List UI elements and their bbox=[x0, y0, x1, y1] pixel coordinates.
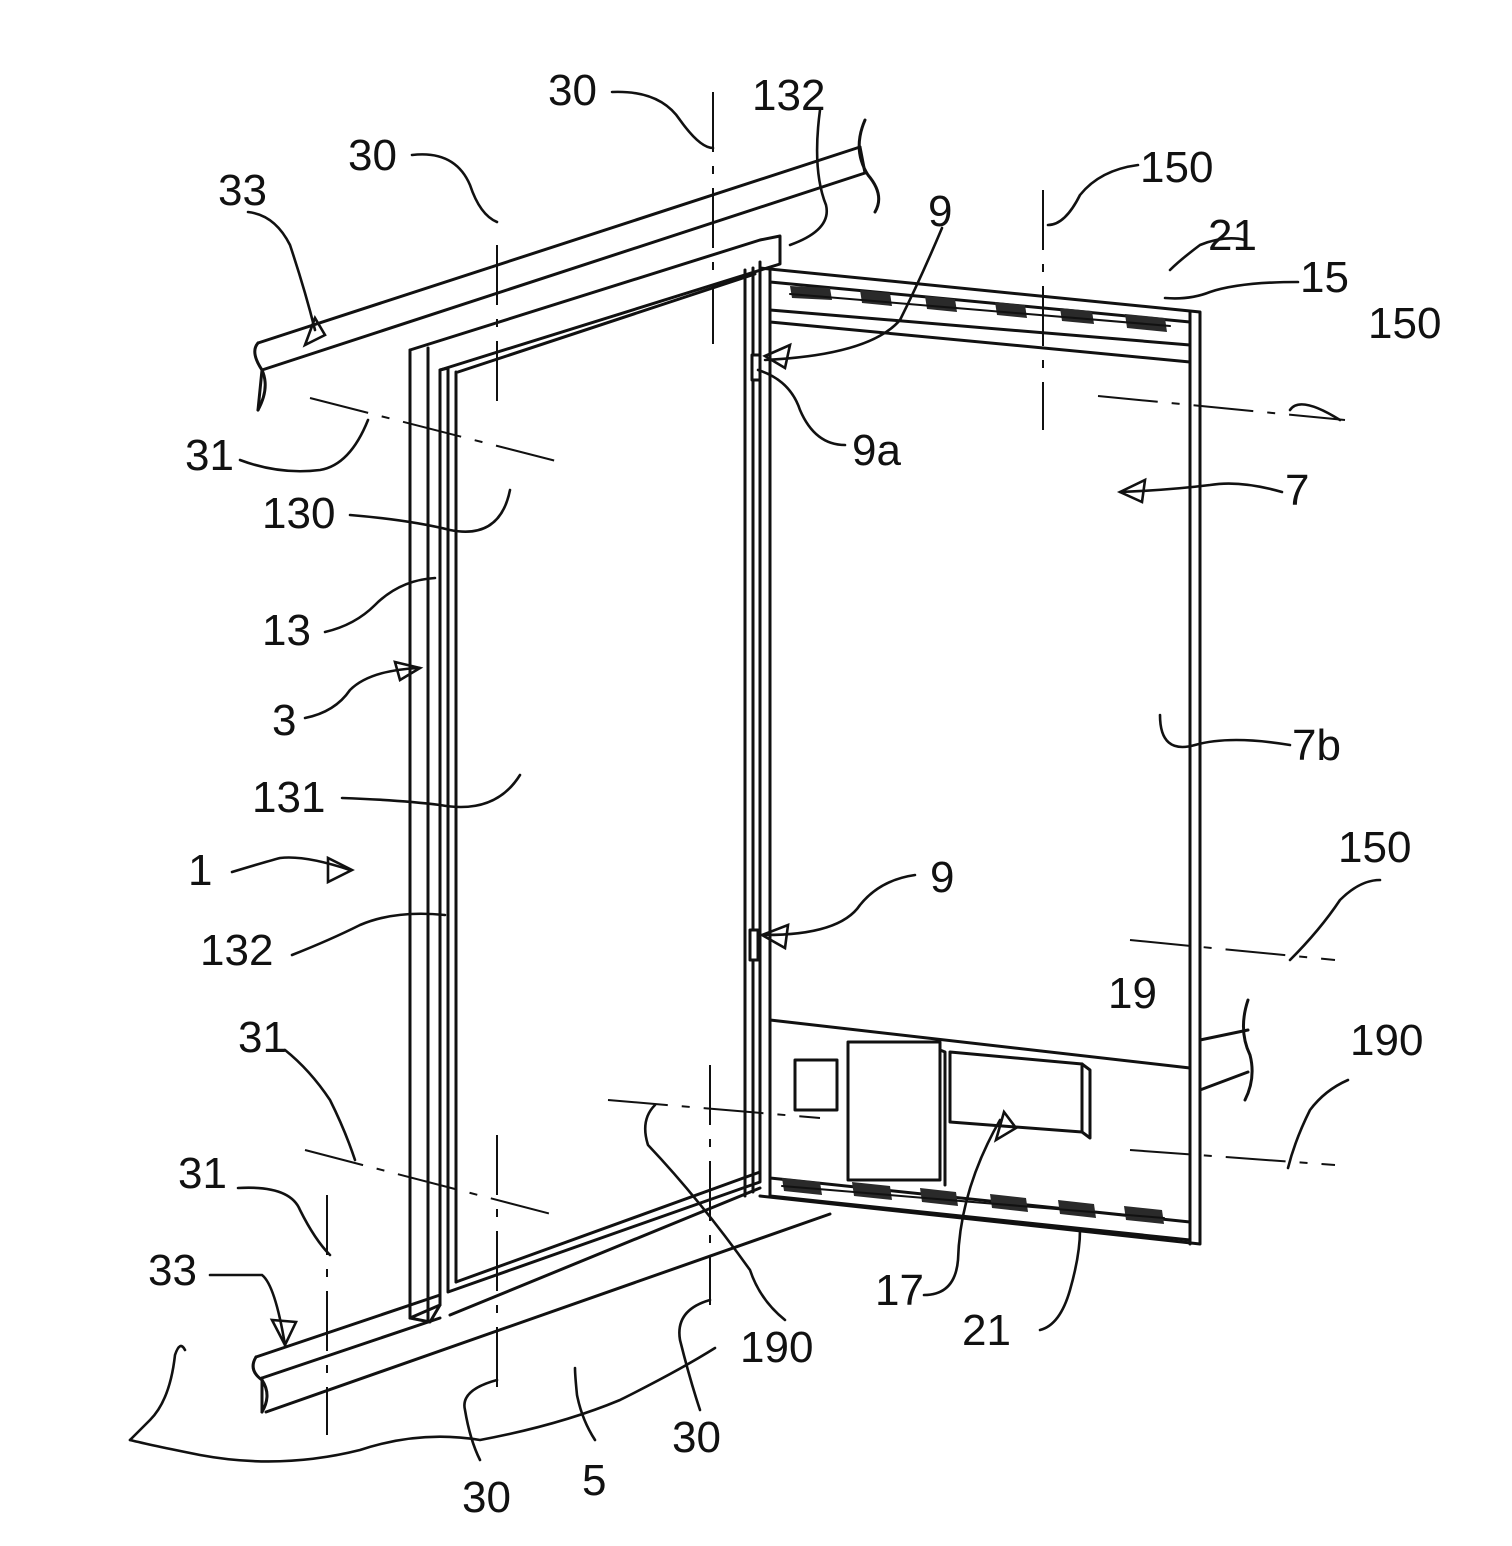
label-131: 131 bbox=[252, 773, 325, 822]
label-31-top: 31 bbox=[185, 431, 234, 480]
label-150-mid: 150 bbox=[1338, 823, 1411, 872]
label-132-left: 132 bbox=[200, 926, 273, 975]
right-rail-stub bbox=[1200, 1000, 1252, 1100]
label-150-top: 150 bbox=[1140, 143, 1213, 192]
label-7: 7 bbox=[1285, 466, 1309, 515]
label-132-top: 132 bbox=[752, 71, 825, 120]
label-130: 130 bbox=[262, 489, 335, 538]
control-box-group bbox=[795, 1042, 1090, 1185]
label-30-c: 30 bbox=[672, 1413, 721, 1462]
label-30-d: 30 bbox=[462, 1473, 511, 1522]
label-3: 3 bbox=[272, 696, 296, 745]
label-30-a: 30 bbox=[548, 66, 597, 115]
label-190-low: 190 bbox=[740, 1323, 813, 1372]
label-9a: 9a bbox=[852, 426, 901, 475]
label-30-b: 30 bbox=[348, 131, 397, 180]
label-9-mid: 9 bbox=[930, 853, 954, 902]
label-17: 17 bbox=[875, 1266, 924, 1315]
label-19: 19 bbox=[1108, 969, 1157, 1018]
label-190-right: 190 bbox=[1350, 1016, 1423, 1065]
label-9-top: 9 bbox=[928, 187, 952, 236]
top-magnet-strip bbox=[790, 286, 1170, 332]
label-21-top: 21 bbox=[1208, 211, 1257, 260]
label-33-top: 33 bbox=[218, 166, 267, 215]
label-150-right: 150 bbox=[1368, 299, 1441, 348]
label-13: 13 bbox=[262, 606, 311, 655]
label-33-low: 33 bbox=[148, 1246, 197, 1295]
label-5: 5 bbox=[582, 1456, 606, 1505]
label-31-low: 31 bbox=[178, 1149, 227, 1198]
door-frame bbox=[410, 236, 780, 1322]
label-31-mid: 31 bbox=[238, 1013, 287, 1062]
bottom-rail bbox=[253, 1188, 830, 1412]
label-1: 1 bbox=[188, 846, 212, 895]
label-15: 15 bbox=[1300, 253, 1349, 302]
label-7b: 7b bbox=[1292, 721, 1341, 770]
label-21-low: 21 bbox=[962, 1306, 1011, 1355]
